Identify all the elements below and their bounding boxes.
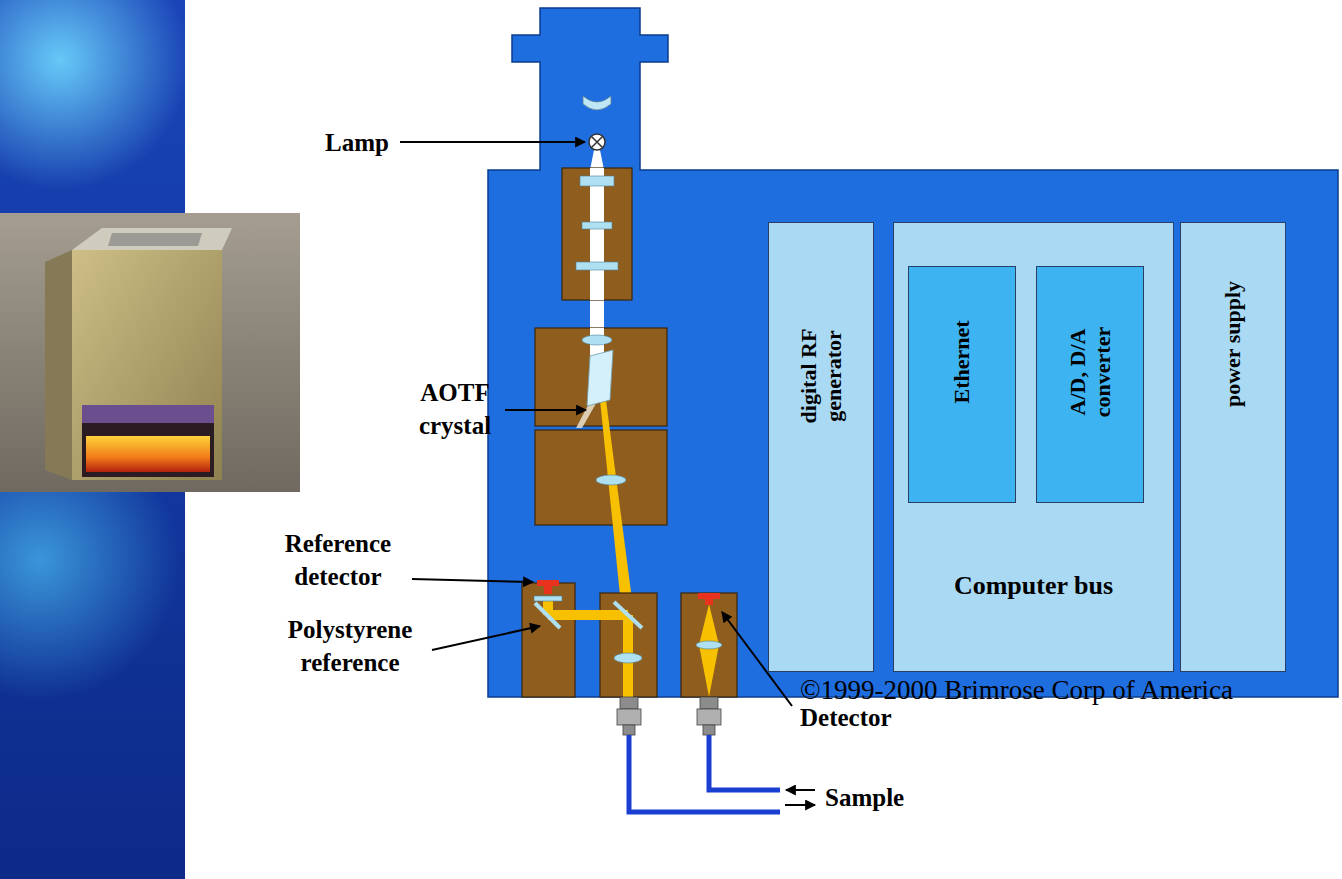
lens <box>582 335 612 345</box>
detector-symbol <box>698 593 720 599</box>
module-box: A/D, D/A converter <box>1036 266 1144 503</box>
module-box: Ethernet <box>908 266 1016 503</box>
crystal-top <box>72 228 232 250</box>
fibre-connector <box>700 697 718 709</box>
crystal-photo <box>0 213 300 492</box>
copyright-note: ©1999-2000 Brimrose Corp of America <box>800 673 1233 708</box>
filter-plate <box>580 176 614 186</box>
module-name: A/D, D/A converter <box>1065 302 1116 442</box>
polystyrene-plate <box>534 596 562 601</box>
direction-arrow <box>786 789 815 791</box>
beam-splitter <box>614 602 642 628</box>
aotf-crystal-symbol <box>587 350 613 406</box>
filter-plate <box>582 222 612 229</box>
module-box: digital RF generator <box>768 222 874 672</box>
filter-plate <box>576 262 618 270</box>
housing <box>488 8 1338 697</box>
reference-beam <box>548 610 628 620</box>
crystal-front <box>72 250 222 480</box>
lens <box>614 653 642 663</box>
module-name: power supply <box>1220 234 1245 454</box>
return-beam <box>699 604 719 697</box>
leader-arrow <box>400 141 585 143</box>
lens <box>596 475 626 485</box>
optic-housing <box>562 168 632 300</box>
part-label: Lamp <box>325 127 425 160</box>
fibre-connector <box>697 709 721 725</box>
crystal-window <box>108 233 202 246</box>
crystal-slot <box>82 405 214 477</box>
lamp-symbol <box>589 134 605 150</box>
detector-housing <box>681 593 737 697</box>
module-name: Ethernet <box>949 252 974 472</box>
fibre-connector <box>620 697 638 709</box>
leader-arrow <box>432 626 540 650</box>
bus-box: Computer bus Ethernet A/D, D/A converter <box>893 222 1174 672</box>
leader-arrow <box>412 579 533 582</box>
reference-detector-symbol <box>537 580 559 586</box>
crystal-band <box>82 405 214 423</box>
part-label: AOTF crystal <box>405 377 505 442</box>
crystal-glow <box>86 436 210 472</box>
filtered-beam <box>600 400 634 615</box>
module-name: digital RF generator <box>796 306 847 446</box>
fibre-connector <box>617 709 641 725</box>
bus-name: Computer bus <box>894 571 1173 601</box>
reference-detector-symbol <box>544 586 552 594</box>
splitter-housing <box>600 593 657 697</box>
aotf-housing <box>535 328 667 426</box>
detector-symbol <box>705 599 713 605</box>
reflector <box>583 96 611 110</box>
crystal-side <box>45 250 72 480</box>
lens <box>696 641 722 649</box>
mirror <box>535 603 560 628</box>
white-beam <box>590 168 604 300</box>
reference-housing <box>522 583 575 697</box>
lamp-cross <box>591 136 603 148</box>
part-label: Reference detector <box>248 528 428 593</box>
optical-fibre <box>629 735 780 812</box>
leader-arrow <box>505 409 586 411</box>
part-label: Polystyrene reference <box>255 614 445 679</box>
part-label: Sample <box>825 782 904 815</box>
part-label: Detector <box>800 702 892 735</box>
direction-arrow <box>785 804 815 806</box>
module-box: power supply <box>1180 222 1286 672</box>
optic-housing <box>535 430 667 525</box>
fibre-connector <box>623 725 635 735</box>
fibre-connector <box>703 725 715 735</box>
optical-fibre <box>709 735 780 790</box>
